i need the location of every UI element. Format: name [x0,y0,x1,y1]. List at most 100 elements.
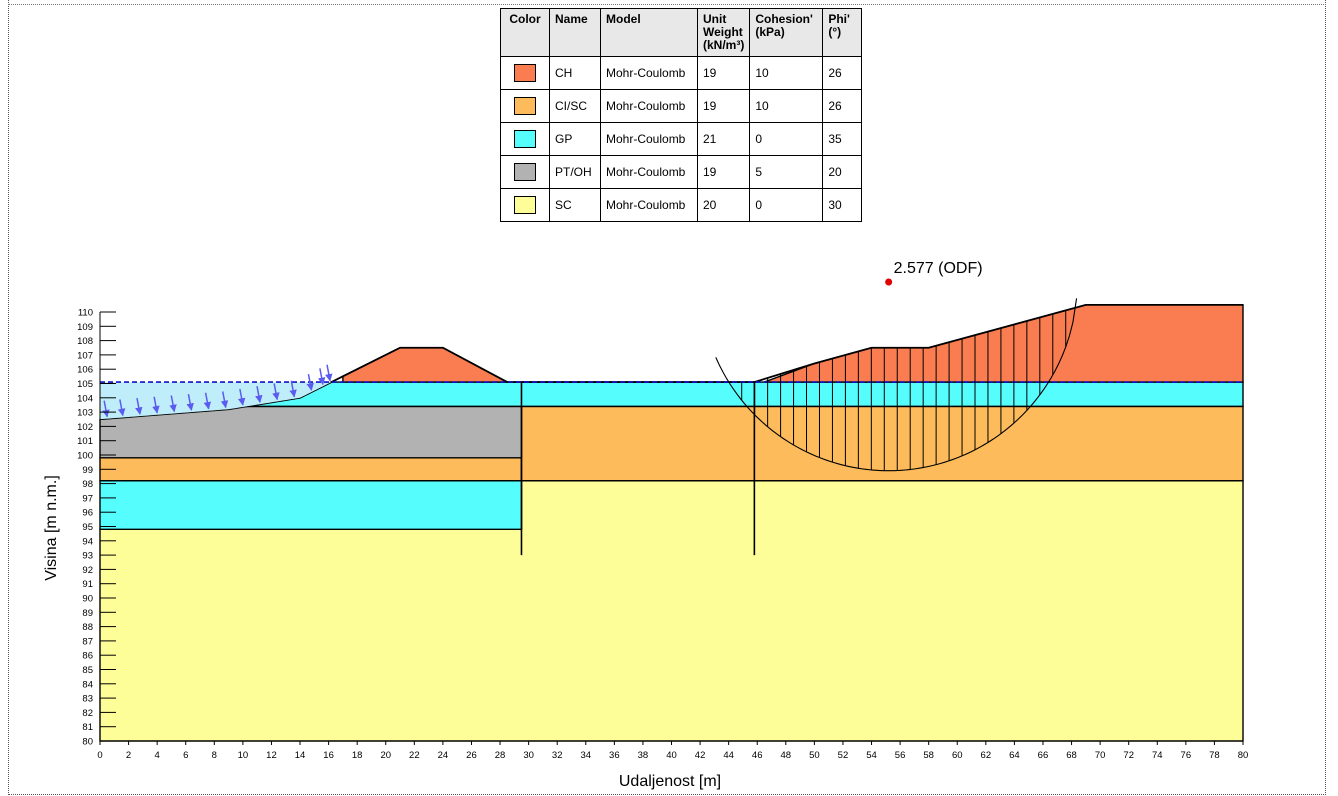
y-tick-label: 81 [82,722,93,733]
water-load-arrow [102,400,110,418]
legend-header-row: Color Name Model Unit Weight (kN/m³) Coh… [500,8,863,57]
y-tick-label: 103 [77,408,93,419]
slip-center-marker [885,278,893,286]
y-tick-label: 100 [77,451,93,462]
y-tick-label: 97 [82,493,93,504]
x-tick-label: 78 [1209,750,1220,761]
header-cohesion-line-2: (kPa) [755,25,785,39]
y-tick-label: 84 [82,679,93,690]
x-tick-label: 16 [323,750,334,761]
material-model: Mohr-Coulomb [600,89,698,123]
material-cohesion: 10 [749,56,824,90]
material-phi: 20 [822,155,863,189]
x-tick-label: 44 [723,750,734,761]
zone-ch [764,304,1244,383]
header-phi: Phi' (°) [822,8,863,57]
x-tick-label: 76 [1181,750,1192,761]
y-tick-label: 108 [77,336,93,347]
y-tick-label: 105 [77,379,93,390]
x-tick-label: 12 [266,750,277,761]
x-tick-label: 2 [126,750,131,761]
y-tick-label: 86 [82,651,93,662]
x-tick-label: 52 [838,750,849,761]
x-tick-label: 24 [438,750,449,761]
y-tick-label: 82 [82,708,93,719]
water-load-arrow [255,386,263,403]
material-name: PT/OH [549,155,601,189]
header-phi-line-2: (°) [828,25,842,39]
x-tick-label: 46 [752,750,763,761]
x-tick-label: 18 [352,750,363,761]
material-color-swatch [514,130,536,148]
water-load-arrow [325,364,333,382]
zone-gp [228,381,1244,408]
y-tick-label: 92 [82,565,93,576]
y-tick-label: 87 [82,636,93,647]
axes: 8081828384858687888990919293949596979899… [77,308,1248,762]
materials-legend-table: Color Name Model Unit Weight (kN/m³) Coh… [500,8,863,222]
y-tick-label: 110 [78,308,93,319]
material-color-swatch [514,163,536,181]
water-load-arrow [272,383,280,401]
x-tick-label: 14 [295,750,306,761]
water-load-arrow [289,380,297,398]
y-tick-label: 102 [77,422,93,433]
header-unit-weight: Unit Weight (kN/m³) [696,8,751,57]
slip-surface-arc [715,298,1078,472]
x-tick-label: 56 [895,750,906,761]
x-axis-label: Udaljenost [m] [619,773,721,790]
water-load-arrow [317,368,326,386]
slip-slices [715,298,1078,472]
y-tick-label: 89 [82,608,93,619]
header-model: Model [600,8,698,57]
header-color: Color [500,8,550,57]
x-tick-label: 60 [952,750,963,761]
water-load-arrow [169,395,177,413]
material-unit-weight: 20 [696,188,751,222]
x-tick-label: 28 [495,750,506,761]
x-tick-label: 66 [1038,750,1049,761]
x-tick-label: 38 [638,750,649,761]
y-tick-label: 85 [82,665,93,676]
x-tick-label: 30 [523,750,534,761]
x-tick-label: 74 [1152,750,1163,761]
x-tick-label: 20 [380,750,391,761]
y-tick-label: 104 [77,393,93,404]
header-cohesion-line-1: Cohesion' [755,12,813,26]
water-load-arrows [102,364,333,418]
y-tick-label: 88 [82,622,93,633]
page-top-rule [8,4,1326,5]
water-load-arrow [135,397,143,415]
y-tick-label: 80 [82,737,93,748]
material-color-swatch [514,64,536,82]
x-tick-label: 70 [1095,750,1106,761]
y-tick-label: 99 [82,465,93,476]
material-cohesion: 10 [749,89,824,123]
x-tick-label: 58 [923,750,934,761]
x-tick-label: 72 [1123,750,1134,761]
y-tick-label: 95 [82,522,93,533]
x-tick-label: 34 [580,750,591,761]
material-model: Mohr-Coulomb [600,56,698,90]
y-tick-label: 90 [82,594,93,605]
report-frame [8,0,1326,795]
x-tick-label: 42 [695,750,706,761]
y-tick-label: 106 [77,365,93,376]
y-tick-label: 109 [77,322,93,333]
x-tick-label: 80 [1238,750,1249,761]
water-load-arrow [152,396,160,414]
water-load-arrow [203,392,212,410]
header-unit-weight-line-3: (kN/m³) [703,38,745,52]
water-load-arrow [306,373,314,391]
material-model: Mohr-Coulomb [600,188,698,222]
material-cohesion: 0 [749,188,824,222]
x-tick-label: 48 [781,750,792,761]
x-tick-label: 8 [212,750,217,761]
x-tick-label: 6 [183,750,188,761]
header-phi-line-1: Phi' [828,12,850,26]
y-axis-label: Visina [m n.m.] [43,475,60,581]
zone-gp [99,480,523,531]
x-tick-label: 40 [666,750,677,761]
water-load-arrow [237,388,246,406]
x-tick-label: 0 [97,750,102,761]
